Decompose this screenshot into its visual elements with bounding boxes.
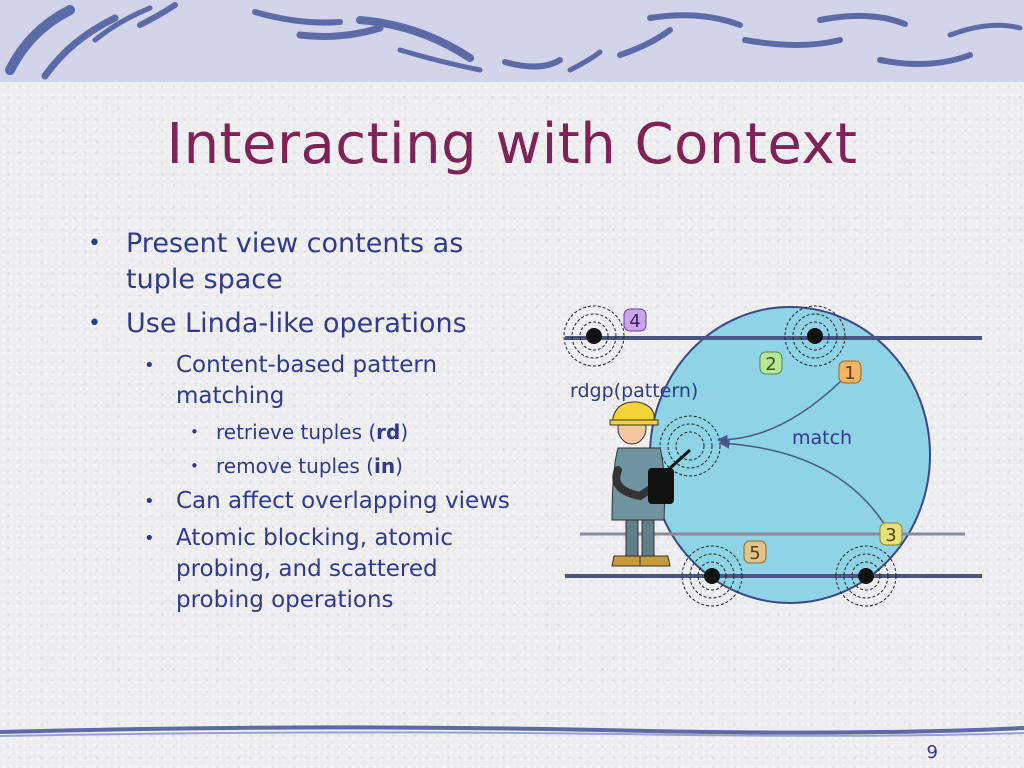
bullet-keyword-in: in <box>373 454 396 478</box>
host-dot <box>807 328 823 344</box>
bullet-level3: remove tuples (in) <box>88 452 528 480</box>
bullet-level1: Present view contents as tuple space <box>88 226 528 298</box>
bullet-text: retrieve tuples ( <box>216 420 377 444</box>
host-node <box>681 545 743 607</box>
host-node <box>835 545 897 607</box>
svg-text:3: 3 <box>885 525 896 546</box>
bullet-text: remove tuples ( <box>216 454 374 478</box>
bullet-level3: retrieve tuples (rd) <box>88 418 528 446</box>
host-dot <box>586 328 602 344</box>
header-banner <box>0 0 1024 82</box>
footer-swoosh <box>0 725 1024 737</box>
badge-5: 5 <box>743 540 767 564</box>
host-node <box>784 305 846 367</box>
match-label: match <box>792 427 852 449</box>
svg-text:5: 5 <box>749 543 760 564</box>
svg-text:4: 4 <box>629 311 640 332</box>
bullet-level2: Content-based pattern matching <box>88 350 528 412</box>
badge-4: 4 <box>623 308 647 332</box>
diagram-svg: 4 2 1 3 5 rdgp(pattern) match <box>563 305 982 607</box>
bullet-text: ) <box>395 454 403 478</box>
banner-swooshes <box>5 2 1023 80</box>
host-dot <box>704 568 720 584</box>
operation-label: rdgp(pattern) <box>570 380 698 402</box>
bullet-level2: Can affect overlapping views <box>88 486 528 517</box>
badge-1: 1 <box>838 360 862 384</box>
host-dot <box>858 568 874 584</box>
bullet-keyword-rd: rd <box>376 420 401 444</box>
svg-text:1: 1 <box>844 363 855 384</box>
bullet-level2: Atomic blocking, atomic probing, and sca… <box>88 523 528 616</box>
host-node <box>563 305 625 367</box>
slide-title: Interacting with Context <box>166 112 858 177</box>
svg-text:2: 2 <box>765 354 776 375</box>
bullet-level1: Use Linda-like operations <box>88 306 528 342</box>
context-diagram: 4 2 1 3 5 rdgp(pattern) match <box>540 290 990 624</box>
page-number: 9 <box>926 742 938 763</box>
badge-2: 2 <box>759 351 783 375</box>
bullet-text: ) <box>400 420 409 444</box>
match-arrow-bottom <box>718 438 889 531</box>
badge-3: 3 <box>879 522 903 546</box>
user-figure-icon <box>609 401 692 567</box>
match-arrow-top <box>716 379 843 446</box>
bullet-list: Present view contents as tuple space Use… <box>88 226 528 622</box>
